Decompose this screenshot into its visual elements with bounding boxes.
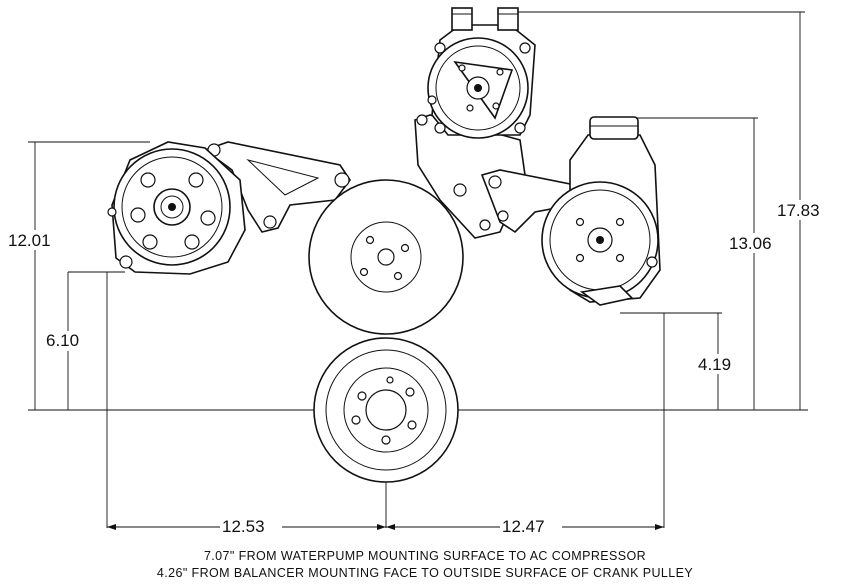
- dimension-labels: 12.01 6.10 17.83 13.06 4.19 12.53 12.47: [6, 200, 835, 537]
- note-waterpump-to-ac: 7.07" FROM WATERPUMP MOUNTING SURFACE TO…: [204, 549, 646, 563]
- water-pump-pulley: [308, 179, 464, 335]
- power-steering-pump: [541, 116, 661, 306]
- dimension-12-47: 12.47: [502, 517, 545, 536]
- alternator: [107, 141, 246, 275]
- dimension-17-83: 17.83: [777, 201, 820, 220]
- note-balancer-to-crank: 4.26" FROM BALANCER MOUNTING FACE TO OUT…: [157, 566, 693, 580]
- ac-compressor: [427, 7, 536, 139]
- dimension-13-06: 13.06: [729, 234, 772, 253]
- dimension-4-19: 4.19: [698, 355, 731, 374]
- dimension-12-01: 12.01: [8, 231, 51, 250]
- dimension-6-10: 6.10: [46, 331, 79, 350]
- power-steering-bracket: [480, 169, 582, 234]
- dimension-12-53: 12.53: [222, 517, 265, 536]
- crank-pulley: [313, 337, 459, 483]
- alternator-bracket: [203, 141, 351, 233]
- footnotes: 7.07" FROM WATERPUMP MOUNTING SURFACE TO…: [157, 549, 693, 580]
